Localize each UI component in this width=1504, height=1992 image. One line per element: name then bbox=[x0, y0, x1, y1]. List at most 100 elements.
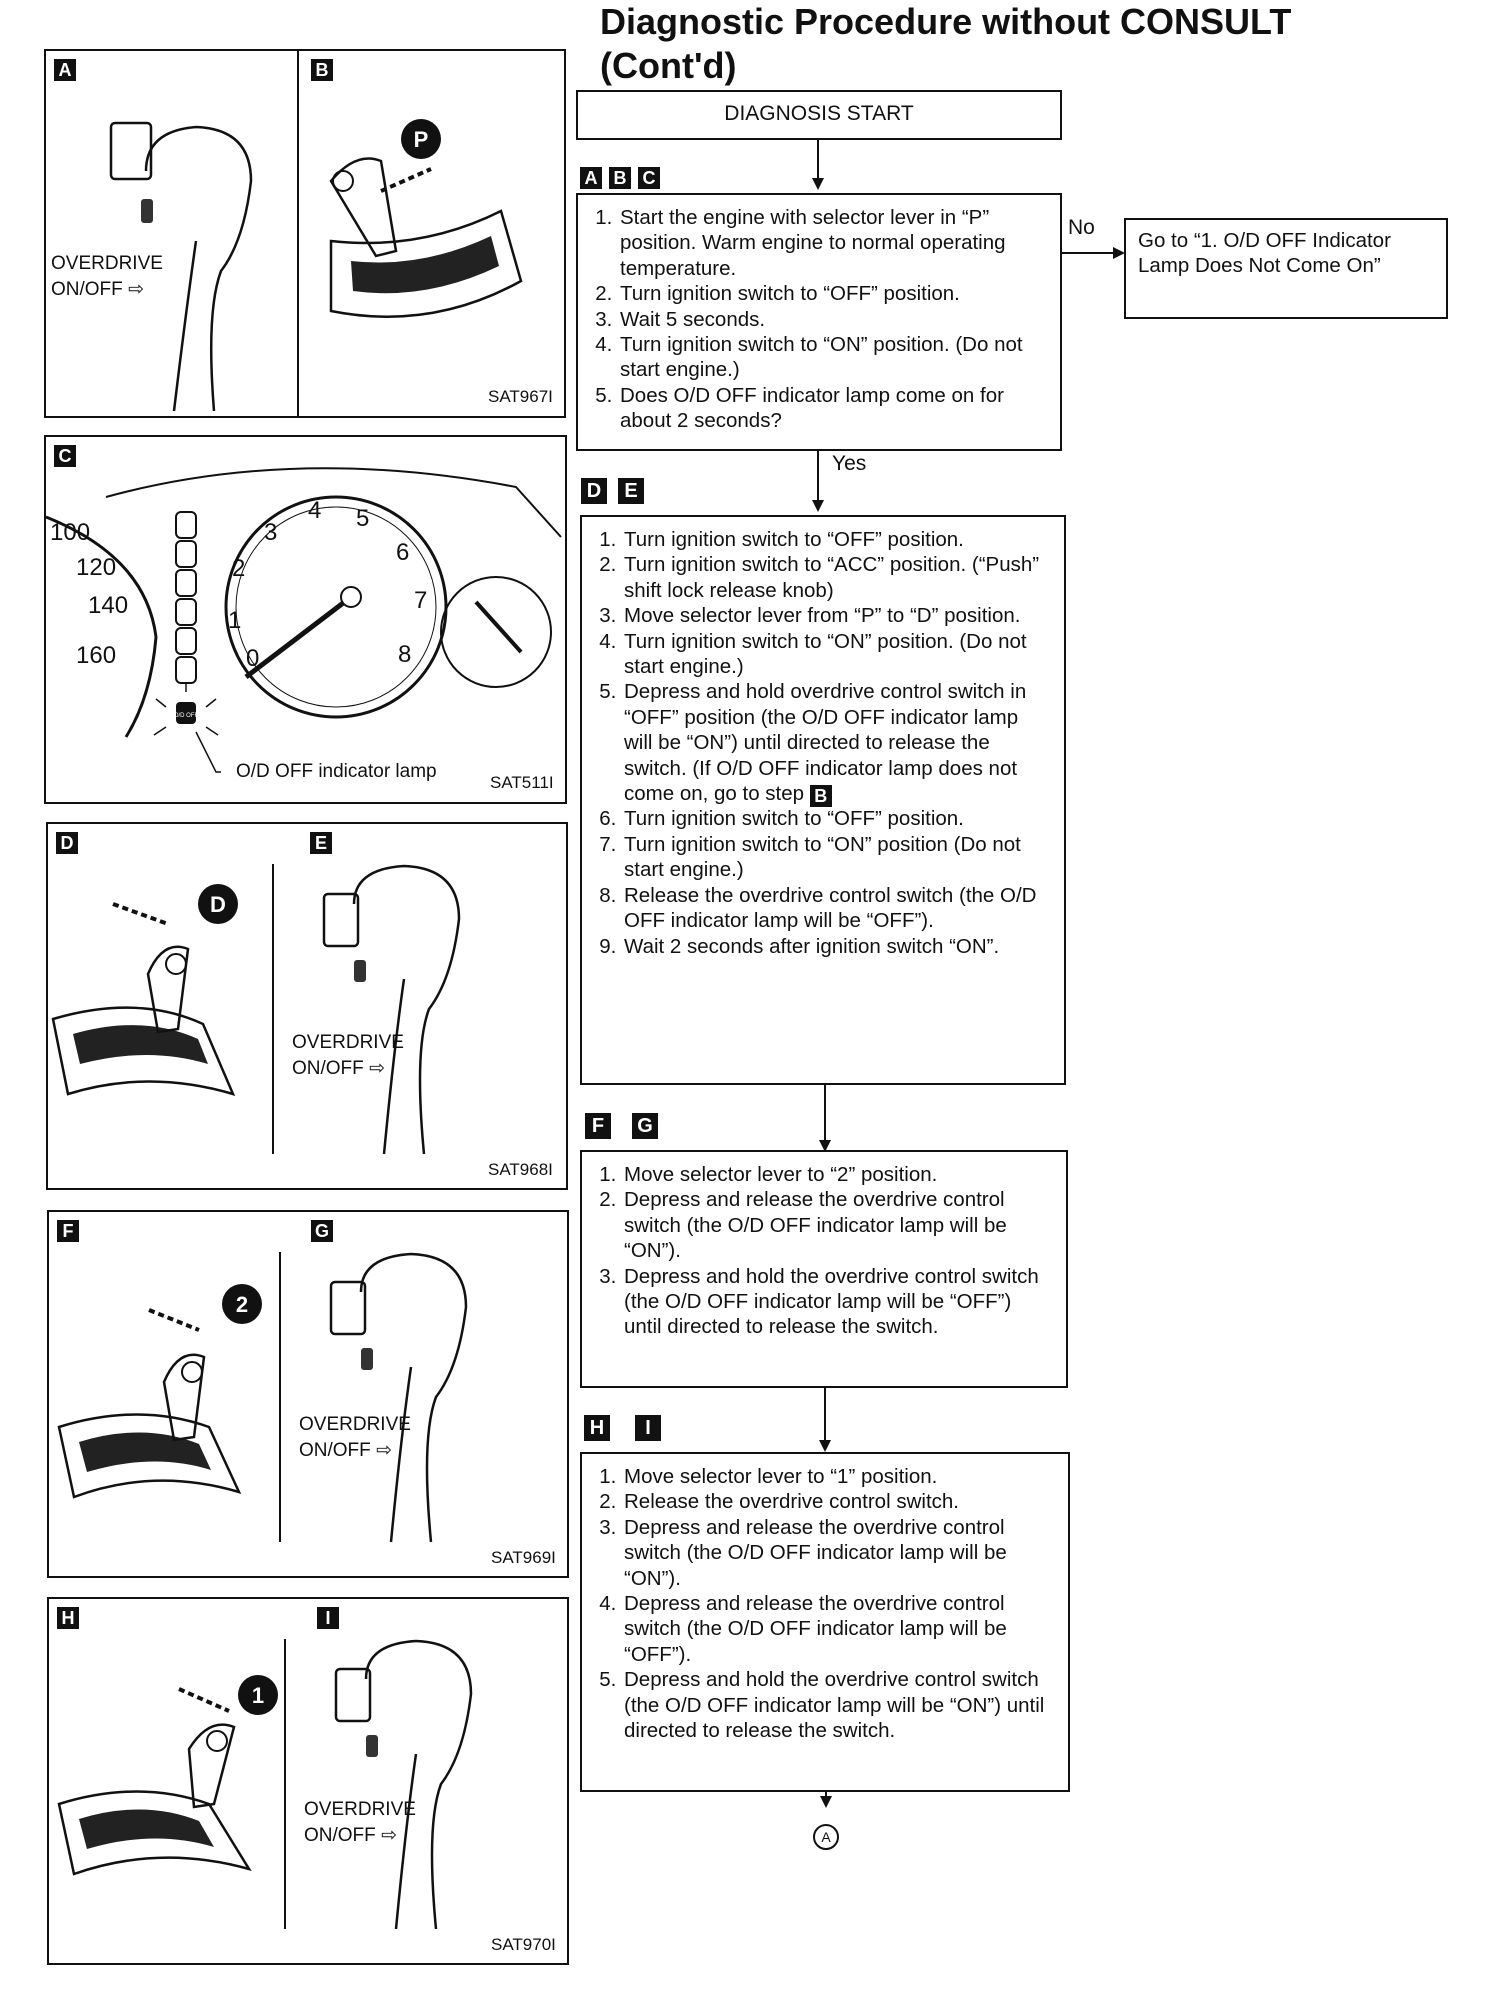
list-item: Move selector lever to “2” position. bbox=[622, 1162, 1054, 1187]
figure-badge-a: A bbox=[54, 59, 76, 81]
list-item: Turn ignition switch to “ON” position. (… bbox=[622, 629, 1052, 680]
speed-label-140: 140 bbox=[88, 592, 129, 619]
shift-knob-illustration bbox=[329, 1252, 468, 1543]
step3-list: Move selector lever to “2” position. Dep… bbox=[582, 1152, 1066, 1350]
selector-lever-2-illustration: 2 bbox=[57, 1284, 262, 1499]
list-item: Does O/D OFF indicator lamp come on for … bbox=[618, 383, 1048, 434]
figure-divider bbox=[284, 1639, 286, 1929]
list-item: Depress and hold the overdrive control s… bbox=[622, 1264, 1054, 1340]
tach-label-4: 4 bbox=[308, 497, 322, 524]
indicator-lamp-callout: O/D OFF indicator lamp bbox=[236, 761, 437, 782]
shift-knob-illustration bbox=[322, 864, 461, 1155]
speed-label-120: 120 bbox=[76, 554, 117, 581]
step4-box: Move selector lever to “1” position. Rel… bbox=[580, 1452, 1070, 1792]
arrow-right-icon bbox=[1113, 247, 1125, 259]
figure-code: SAT970I bbox=[491, 1935, 556, 1954]
list-item: Wait 2 seconds after ignition switch “ON… bbox=[622, 934, 1052, 959]
overdrive-label-line2: ON/OFF bbox=[304, 1825, 376, 1846]
inline-step-badge: B bbox=[809, 785, 832, 808]
tach-label-3: 3 bbox=[264, 519, 278, 546]
list-item: Turn ignition switch to “OFF” position. bbox=[622, 527, 1052, 552]
step2-box: Turn ignition switch to “OFF” position. … bbox=[580, 515, 1066, 1085]
list-item: Depress and release the overdrive contro… bbox=[622, 1591, 1056, 1667]
arrow-down-icon bbox=[819, 1140, 831, 1152]
list-item: Turn ignition switch to “OFF” position. bbox=[618, 281, 1048, 306]
list-item: Turn ignition switch to “ACC” position. … bbox=[622, 552, 1052, 603]
figure-badge-f: F bbox=[57, 1220, 79, 1242]
figure-divider bbox=[297, 51, 299, 416]
list-item: Wait 5 seconds. bbox=[618, 307, 1048, 332]
no-result-text: Go to “1. O/D OFF Indicator Lamp Does No… bbox=[1138, 229, 1391, 277]
overdrive-label-line1: OVERDRIVE bbox=[299, 1414, 411, 1435]
overdrive-label: OVERDRIVE ON/OFF ⇨ bbox=[304, 1797, 416, 1849]
selector-lever-1-illustration: 1 bbox=[57, 1675, 278, 1876]
page-title-line1: Diagnostic Procedure without CONSULT bbox=[600, 1, 1292, 42]
diagnosis-start-box: DIAGNOSIS START bbox=[576, 90, 1062, 140]
speed-label-100: 100 bbox=[50, 519, 91, 546]
list-item: Start the engine with selector lever in … bbox=[618, 205, 1048, 281]
figure-badge-h: H bbox=[57, 1607, 79, 1629]
overdrive-label: OVERDRIVE ON/OFF ⇨ bbox=[299, 1412, 411, 1464]
step4-badge-h: H bbox=[584, 1415, 610, 1441]
figure-code: SAT967I bbox=[488, 387, 553, 406]
overdrive-label: OVERDRIVE ON/OFF ⇨ bbox=[292, 1030, 404, 1082]
selector-lever-p-illustration: P bbox=[329, 119, 523, 318]
list-item: Turn ignition switch to “ON” position (D… bbox=[622, 832, 1052, 883]
position-glyph: 2 bbox=[236, 1292, 248, 1317]
step1-list: Start the engine with selector lever in … bbox=[578, 195, 1060, 444]
selector-lever-d-illustration: D bbox=[51, 884, 238, 1096]
shift-knob-illustration bbox=[334, 1639, 473, 1930]
list-item: Move selector lever from “P” to “D” posi… bbox=[622, 603, 1052, 628]
position-glyph: 1 bbox=[252, 1683, 264, 1708]
overdrive-label-line1: OVERDRIVE bbox=[292, 1032, 404, 1053]
step1-badge-b: B bbox=[609, 167, 631, 189]
list-item: Turn ignition switch to “OFF” position. bbox=[622, 806, 1052, 831]
arrow-down-icon bbox=[812, 178, 824, 190]
figure-badge-b: B bbox=[311, 59, 333, 81]
figure-ab: A B OVERDRIVE ON/OFF ⇨ P SAT967I bbox=[44, 49, 566, 418]
flow-connector bbox=[1060, 252, 1115, 254]
tach-label-5: 5 bbox=[356, 505, 370, 532]
figure-de: D E D OVERDRIVE ON/OFF ⇨ SAT968I bbox=[46, 822, 568, 1190]
arrow-down-icon bbox=[812, 500, 824, 512]
overdrive-label-line2: ON/OFF bbox=[299, 1440, 371, 1461]
tach-label-2: 2 bbox=[232, 555, 246, 582]
flow-connector bbox=[817, 449, 819, 501]
figure-divider bbox=[279, 1252, 281, 1542]
tach-label-1: 1 bbox=[228, 607, 242, 634]
step3-badge-f: F bbox=[585, 1113, 611, 1139]
figure-code: SAT968I bbox=[488, 1160, 553, 1179]
figure-badge-e: E bbox=[310, 832, 332, 854]
figure-code: SAT511I bbox=[490, 773, 554, 792]
flow-connector bbox=[824, 1386, 826, 1442]
overdrive-label-line2: ON/OFF bbox=[51, 279, 123, 300]
page-title: Diagnostic Procedure without CONSULT (Co… bbox=[600, 0, 1291, 88]
yes-label: Yes bbox=[832, 452, 867, 475]
step3-box: Move selector lever to “2” position. Dep… bbox=[580, 1150, 1068, 1388]
overdrive-label-line2: ON/OFF bbox=[292, 1058, 364, 1079]
step2-badge-e: E bbox=[618, 478, 644, 504]
position-glyph: P bbox=[414, 127, 429, 152]
hollow-arrow-icon: ⇨ bbox=[369, 1058, 385, 1079]
tach-label-0: 0 bbox=[246, 645, 260, 672]
list-item: Depress and release the overdrive contro… bbox=[622, 1187, 1054, 1263]
step1-badge-a: A bbox=[580, 167, 602, 189]
step4-badge-i: I bbox=[635, 1415, 661, 1441]
hollow-arrow-icon: ⇨ bbox=[381, 1825, 397, 1846]
list-item: Depress and hold overdrive control switc… bbox=[622, 679, 1052, 808]
figure-badge-d: D bbox=[56, 832, 78, 854]
list-item: Depress and release the overdrive contro… bbox=[622, 1515, 1056, 1591]
hollow-arrow-icon: ⇨ bbox=[376, 1440, 392, 1461]
figure-badge-g: G bbox=[311, 1220, 333, 1242]
figure-divider bbox=[272, 864, 274, 1154]
figure-hi: H I 1 OVERDRIVE ON/OFF ⇨ SAT970I bbox=[47, 1597, 569, 1965]
step1-badge-c: C bbox=[638, 167, 660, 189]
lamp-text: O/D OFF bbox=[174, 713, 199, 719]
step2-badge-d: D bbox=[581, 478, 607, 504]
tach-label-6: 6 bbox=[396, 539, 410, 566]
position-glyph: D bbox=[210, 892, 226, 917]
list-item: Release the overdrive control switch (th… bbox=[622, 883, 1052, 934]
step3-badge-g: G bbox=[632, 1113, 658, 1139]
flow-connector bbox=[817, 138, 819, 178]
flow-connector bbox=[824, 1083, 826, 1141]
